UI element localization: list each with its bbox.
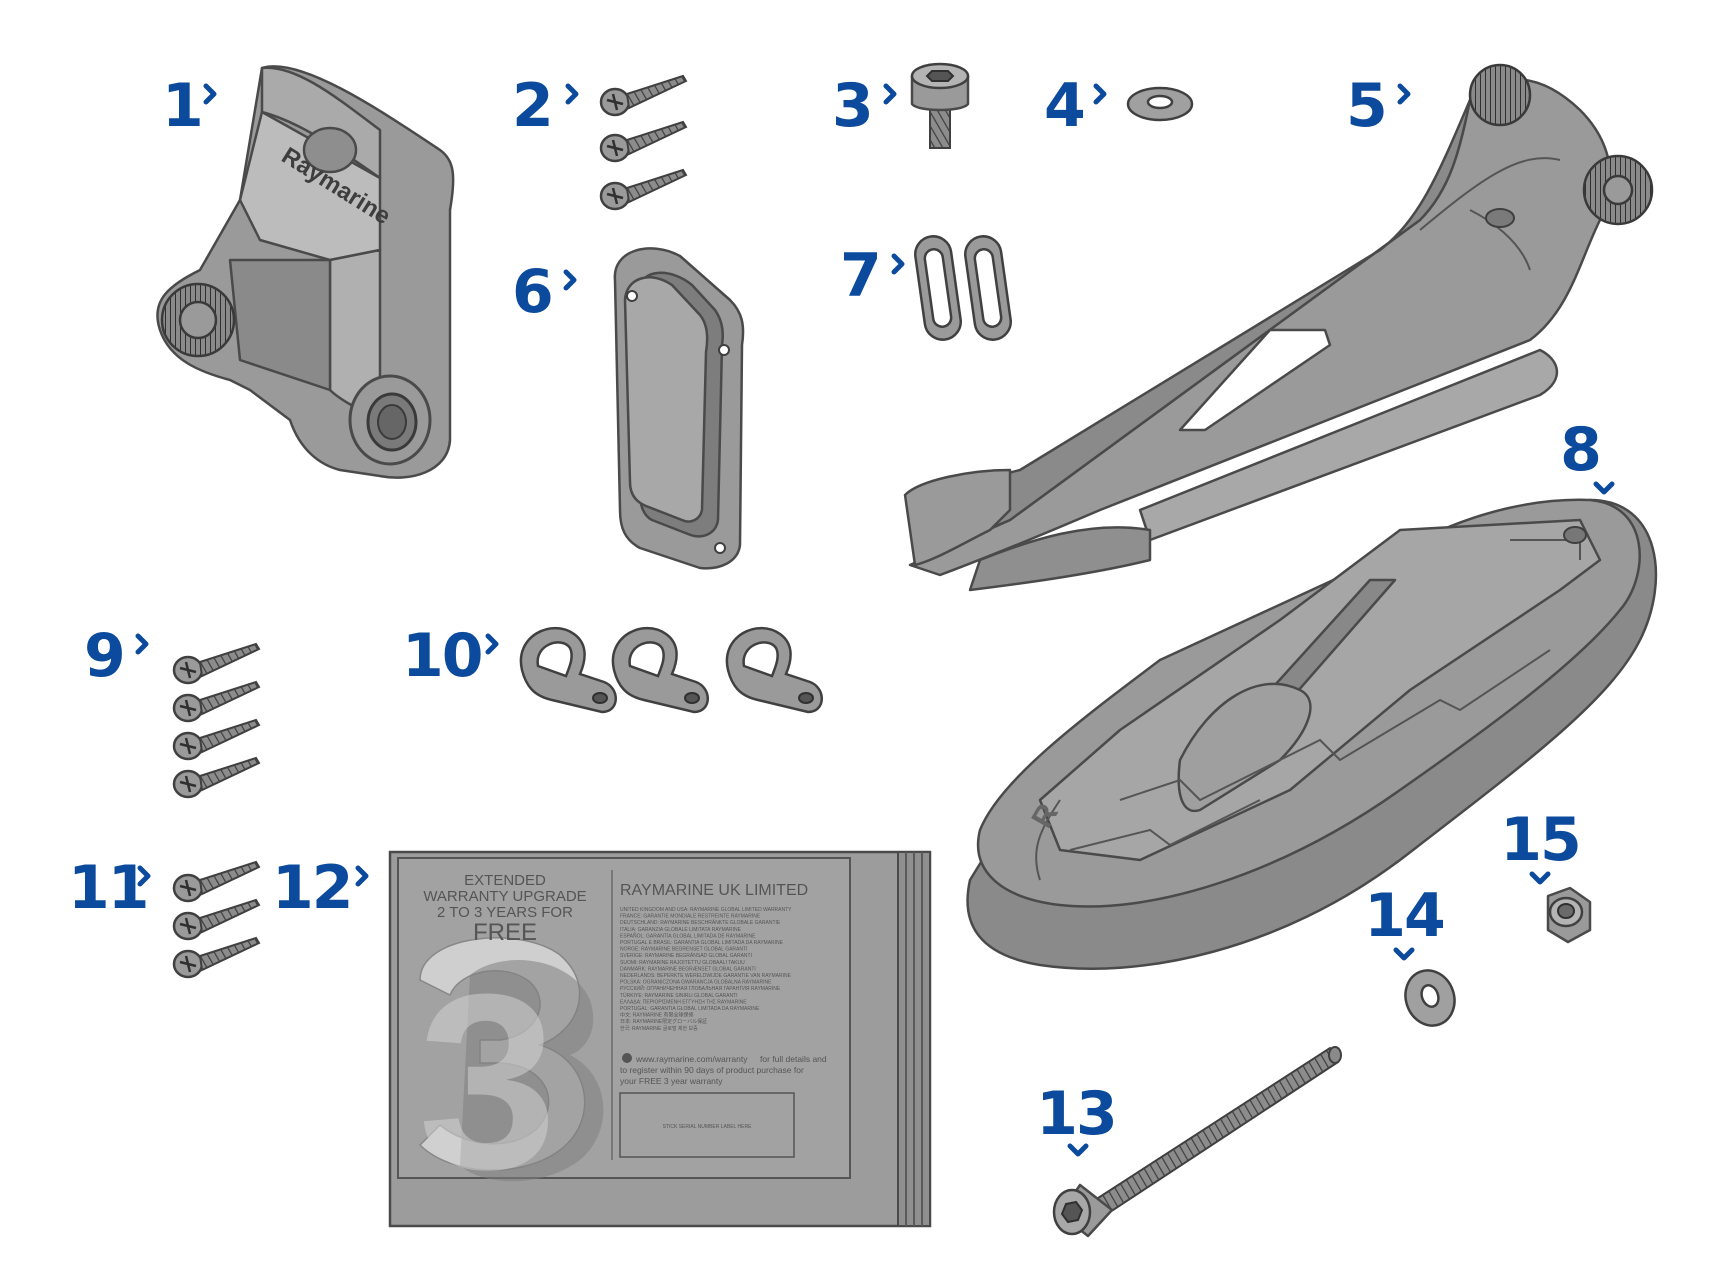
callout-6: 6 xyxy=(512,257,552,327)
card-footer-2: to register within 90 days of product pu… xyxy=(620,1065,804,1075)
card-footer-3: your FREE 3 year warranty xyxy=(620,1076,723,1086)
callout-3-arrow xyxy=(883,83,897,105)
part-5-swing-arm xyxy=(903,63,1654,592)
warranty-language-line: DEUTSCHLAND: RAYMARINE BESCHRÄNKTE GLOBA… xyxy=(620,919,781,926)
callout-14: 14 xyxy=(1364,881,1444,951)
callout-1-arrow xyxy=(203,83,217,105)
callout-11-arrow xyxy=(137,865,151,887)
headline-line-4: FREE xyxy=(473,919,537,946)
callout-8-arrow xyxy=(1593,481,1615,495)
warranty-language-line: UNITED KINGDOM AND USA: RAYMARINE GLOBAL… xyxy=(620,907,792,913)
callout-2: 2 xyxy=(512,71,552,141)
callout-7: 7 xyxy=(840,241,880,311)
warranty-language-line: FRANCE: GARANTIE MONDIALE RESTREINTE RAY… xyxy=(620,914,761,920)
card-footer-1: for full details and xyxy=(760,1054,827,1064)
callout-labels: 1 2 3 4 5 6 7 9 10 11 12 8 13 14 15 xyxy=(68,71,1615,1157)
part-3-cap-bolt xyxy=(910,62,970,149)
serial-label-box: STICK SERIAL NUMBER LABEL HERE xyxy=(663,1124,752,1130)
callout-2-arrow xyxy=(565,83,579,105)
warranty-headline: EXTENDED WARRANTY UPGRADE 2 TO 3 YEARS F… xyxy=(423,872,586,946)
callout-10-arrow xyxy=(485,633,499,655)
part-15-nut xyxy=(1546,886,1592,944)
warranty-language-line: TÜRKIYE: RAYMARINE SINIRLI GLOBAL GARANT… xyxy=(620,992,738,999)
callout-5-arrow xyxy=(1397,83,1411,105)
headline-line-2: WARRANTY UPGRADE xyxy=(423,888,586,905)
warranty-language-line: SVERIGE: RAYMARINE BEGRÄNSAD GLOBAL GARA… xyxy=(620,952,752,959)
warranty-language-line: 日本: RAYMARINE限定グローバル保証 xyxy=(620,1018,707,1025)
part-13-long-bolt xyxy=(1052,1046,1342,1238)
warranty-language-line: ITALIA: GARANZIA GLOBALE LIMITATA RAYMAR… xyxy=(620,927,742,933)
warranty-language-line: 한국: RAYMARINE 글로벌 제한 보증 xyxy=(620,1025,698,1032)
headline-line-3: 2 TO 3 YEARS FOR xyxy=(437,904,573,921)
callout-6-arrow xyxy=(563,269,577,291)
callout-13: 13 xyxy=(1036,1079,1116,1149)
part-2-screws xyxy=(599,74,688,211)
warranty-language-line: ΕΛΛΑΔΑ: ΠΕΡΙΟΡΙΣΜΕΝΗ ΕΓΓΥΗΣΗ ΤΗΣ RAYMARI… xyxy=(620,999,747,1005)
callout-1: 1 xyxy=(162,71,202,141)
callout-11: 11 xyxy=(68,853,148,923)
part-7-gaskets xyxy=(914,235,1012,341)
warranty-language-line: POLSKA: OGRANICZONA GWARANCJA GLOBALNA R… xyxy=(620,980,772,986)
card-company: RAYMARINE UK LIMITED xyxy=(620,882,808,899)
callout-4: 4 xyxy=(1044,71,1084,141)
callout-8: 8 xyxy=(1560,415,1600,485)
warranty-language-line: PORTUGAL E BRASIL: GARANTIA GLOBAL LIMIT… xyxy=(620,940,784,946)
warranty-language-line: SUOMI: RAYMARINE RAJOITETTU GLOBAALI TAK… xyxy=(620,960,745,966)
warranty-language-line: NEDERLANDS: BEPERKTE WERELDWIJDE GARANTI… xyxy=(620,973,792,979)
callout-12-arrow xyxy=(355,865,369,887)
part-4-washer xyxy=(1126,86,1194,122)
part-1-mounting-bracket: Raymarine xyxy=(156,65,455,479)
warranty-language-line: 中文: RAYMARINE 有限全球保修 xyxy=(620,1012,694,1019)
callout-9-arrow xyxy=(135,633,149,655)
warranty-language-line: NORGE: RAYMARINE BEGRENSET GLOBAL GARANT… xyxy=(620,947,747,953)
callout-15: 15 xyxy=(1500,805,1580,875)
callout-3: 3 xyxy=(832,71,872,141)
warranty-language-line: ESPAÑOL: GARANTÍA GLOBAL LIMITADA DE RAY… xyxy=(620,932,756,939)
callout-13-arrow xyxy=(1067,1143,1089,1157)
callout-7-arrow xyxy=(891,253,905,275)
card-footer-url: www.raymarine.com/warranty xyxy=(635,1054,748,1064)
part-6-cover-plate xyxy=(613,247,745,570)
part-12-warranty-card: EXTENDED WARRANTY UPGRADE 2 TO 3 YEARS F… xyxy=(388,850,932,1228)
callout-15-arrow xyxy=(1529,871,1551,885)
part-10-p-clips xyxy=(519,626,824,714)
big-numeral-3: 3 xyxy=(418,942,557,1221)
warranty-language-list: UNITED KINGDOM AND USA: RAYMARINE GLOBAL… xyxy=(620,907,792,1032)
part-9-screws xyxy=(172,642,261,799)
warranty-language-line: DANMARK: RAYMARINE BEGRÆNSET GLOBAL GARA… xyxy=(620,966,756,972)
warranty-language-line: PORTUGAL: GARANTIA GLOBAL LIMITADA DA RA… xyxy=(620,1006,760,1012)
headline-line-1: EXTENDED xyxy=(464,872,546,889)
part-14-washer xyxy=(1404,969,1456,1027)
callout-12: 12 xyxy=(272,853,352,923)
callout-9: 9 xyxy=(84,621,124,691)
callout-5: 5 xyxy=(1346,71,1386,141)
part-8-transducer-base: R xyxy=(966,498,1658,970)
callout-10: 10 xyxy=(402,621,482,691)
part-11-screws xyxy=(172,860,261,979)
callout-14-arrow xyxy=(1393,947,1415,961)
warranty-language-line: РУССКИЙ: ОГРАНИЧЕННАЯ ГЛОБАЛЬНАЯ ГАРАНТИ… xyxy=(620,984,781,992)
callout-4-arrow xyxy=(1093,83,1107,105)
